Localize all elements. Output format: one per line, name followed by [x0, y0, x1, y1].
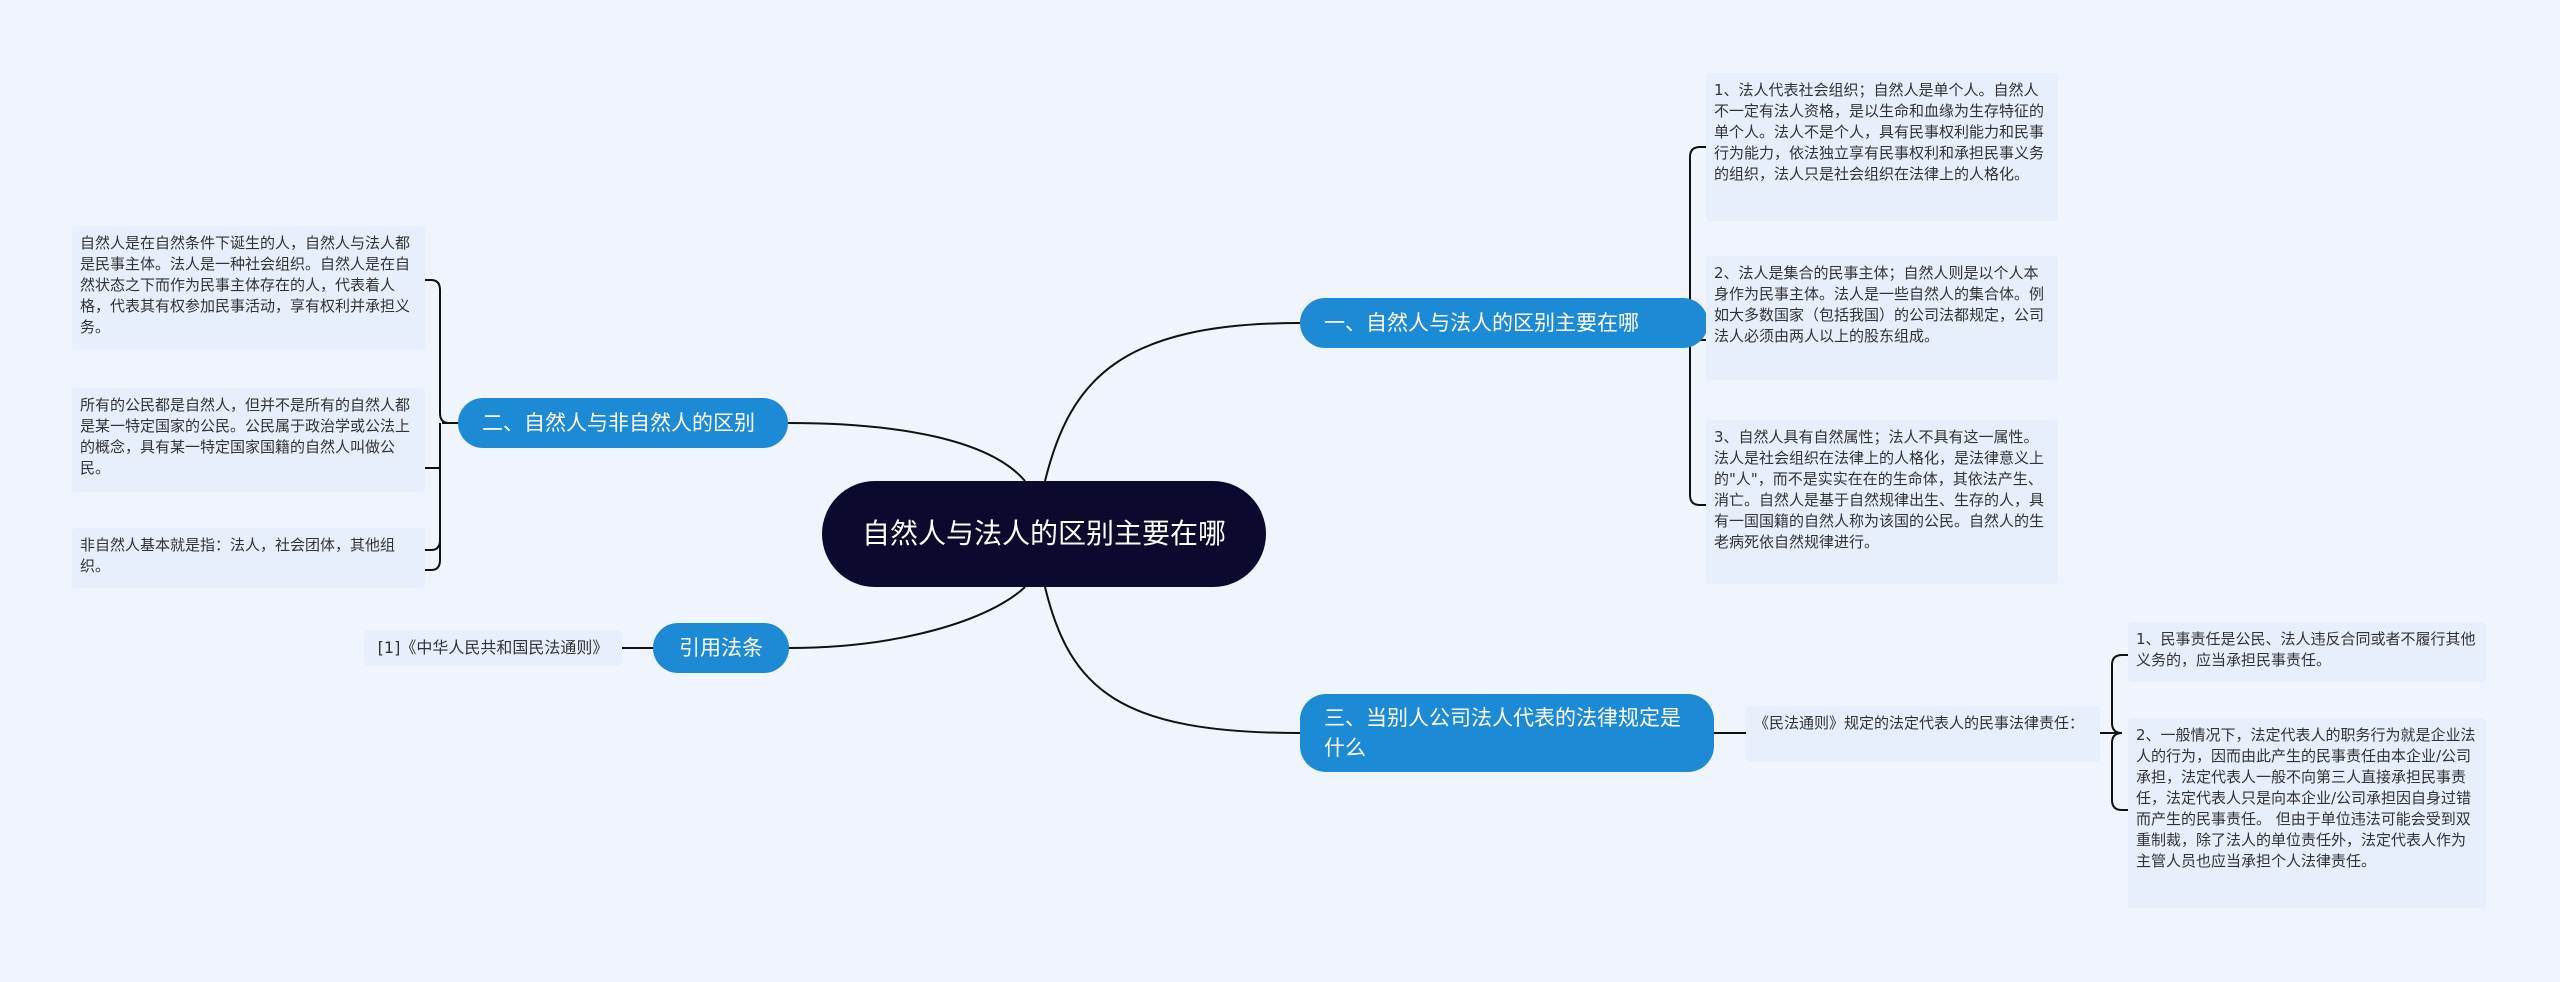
- branch-node-4[interactable]: 引用法条: [653, 623, 789, 673]
- leaf-node[interactable]: 2、一般情况下，法定代表人的职务行为就是企业法人的行为，因而由此产生的民事责任由…: [2128, 718, 2486, 908]
- leaf-text: 2、法人是集合的民事主体；自然人则是以个人本身作为民事主体。法人是一些自然人的集…: [1714, 264, 2045, 345]
- connector-root-branch4: [787, 586, 1026, 649]
- connector-branch2-leaves: [425, 279, 458, 571]
- root-label: 自然人与法人的区别主要在哪: [862, 517, 1227, 550]
- leaf-text: 2、一般情况下，法定代表人的职务行为就是企业法人的行为，因而由此产生的民事责任由…: [2136, 726, 2476, 870]
- root-node[interactable]: 自然人与法人的区别主要在哪: [822, 481, 1266, 587]
- branch-node-2[interactable]: 二、自然人与非自然人的区别: [458, 398, 788, 448]
- leaf-node[interactable]: 自然人是在自然条件下诞生的人，自然人与法人都是民事主体。法人是一种社会组织。自然…: [72, 226, 425, 350]
- leaf-node[interactable]: 1、民事责任是公民、法人违反合同或者不履行其他义务的，应当承担民事责任。: [2128, 622, 2486, 682]
- branch-label: 二、自然人与非自然人的区别: [482, 411, 755, 435]
- leaf-node[interactable]: 1、法人代表社会组织；自然人是单个人。自然人不一定有法人资格，是以生命和血缘为生…: [1706, 73, 2058, 221]
- leaf-text: 所有的公民都是自然人，但并不是所有的自然人都是某一特定国家的公民。公民属于政治学…: [80, 396, 411, 477]
- leaf-text: 1、民事责任是公民、法人违反合同或者不履行其他义务的，应当承担民事责任。: [2136, 630, 2476, 669]
- branch-label: 引用法条: [679, 636, 763, 660]
- leaf-text: 自然人是在自然条件下诞生的人，自然人与法人都是民事主体。法人是一种社会组织。自然…: [80, 234, 411, 336]
- leaf-node[interactable]: [1]《中华人民共和国民法通则》: [364, 630, 622, 666]
- branch-node-1[interactable]: 一、自然人与法人的区别主要在哪: [1300, 298, 1708, 348]
- branch-label: 一、自然人与法人的区别主要在哪: [1324, 311, 1639, 335]
- connector-root-branch1: [1044, 322, 1301, 482]
- leaf-node[interactable]: 2、法人是集合的民事主体；自然人则是以个人本身作为民事主体。法人是一些自然人的集…: [1706, 256, 2058, 380]
- branch-node-3[interactable]: 三、当别人公司法人代表的法律规定是什么: [1300, 694, 1714, 772]
- connector-root-branch3: [1044, 586, 1301, 734]
- leaf-node[interactable]: 所有的公民都是自然人，但并不是所有的自然人都是某一特定国家的公民。公民属于政治学…: [72, 388, 425, 492]
- leaf-text: 非自然人基本就是指：法人，社会团体，其他组织。: [80, 536, 396, 575]
- sub-text: 《民法通则》规定的法定代表人的民事法律责任：: [1754, 714, 2085, 732]
- connector-sub-leaves: [2100, 654, 2128, 811]
- connector-root-branch2: [787, 422, 1026, 482]
- leaf-node[interactable]: 3、自然人具有自然属性；法人不具有这一属性。法人是社会组织在法律上的人格化，是法…: [1706, 420, 2058, 584]
- sub-node[interactable]: 《民法通则》规定的法定代表人的民事法律责任：: [1746, 706, 2100, 762]
- branch-label: 三、当别人公司法人代表的法律规定是什么: [1324, 706, 1681, 760]
- leaf-node[interactable]: 非自然人基本就是指：法人，社会团体，其他组织。: [72, 528, 425, 588]
- leaf-text: 1、法人代表社会组织；自然人是单个人。自然人不一定有法人资格，是以生命和血缘为生…: [1714, 81, 2045, 183]
- leaf-text: [1]《中华人民共和国民法通则》: [377, 638, 609, 657]
- leaf-text: 3、自然人具有自然属性；法人不具有这一属性。法人是社会组织在法律上的人格化，是法…: [1714, 428, 2045, 551]
